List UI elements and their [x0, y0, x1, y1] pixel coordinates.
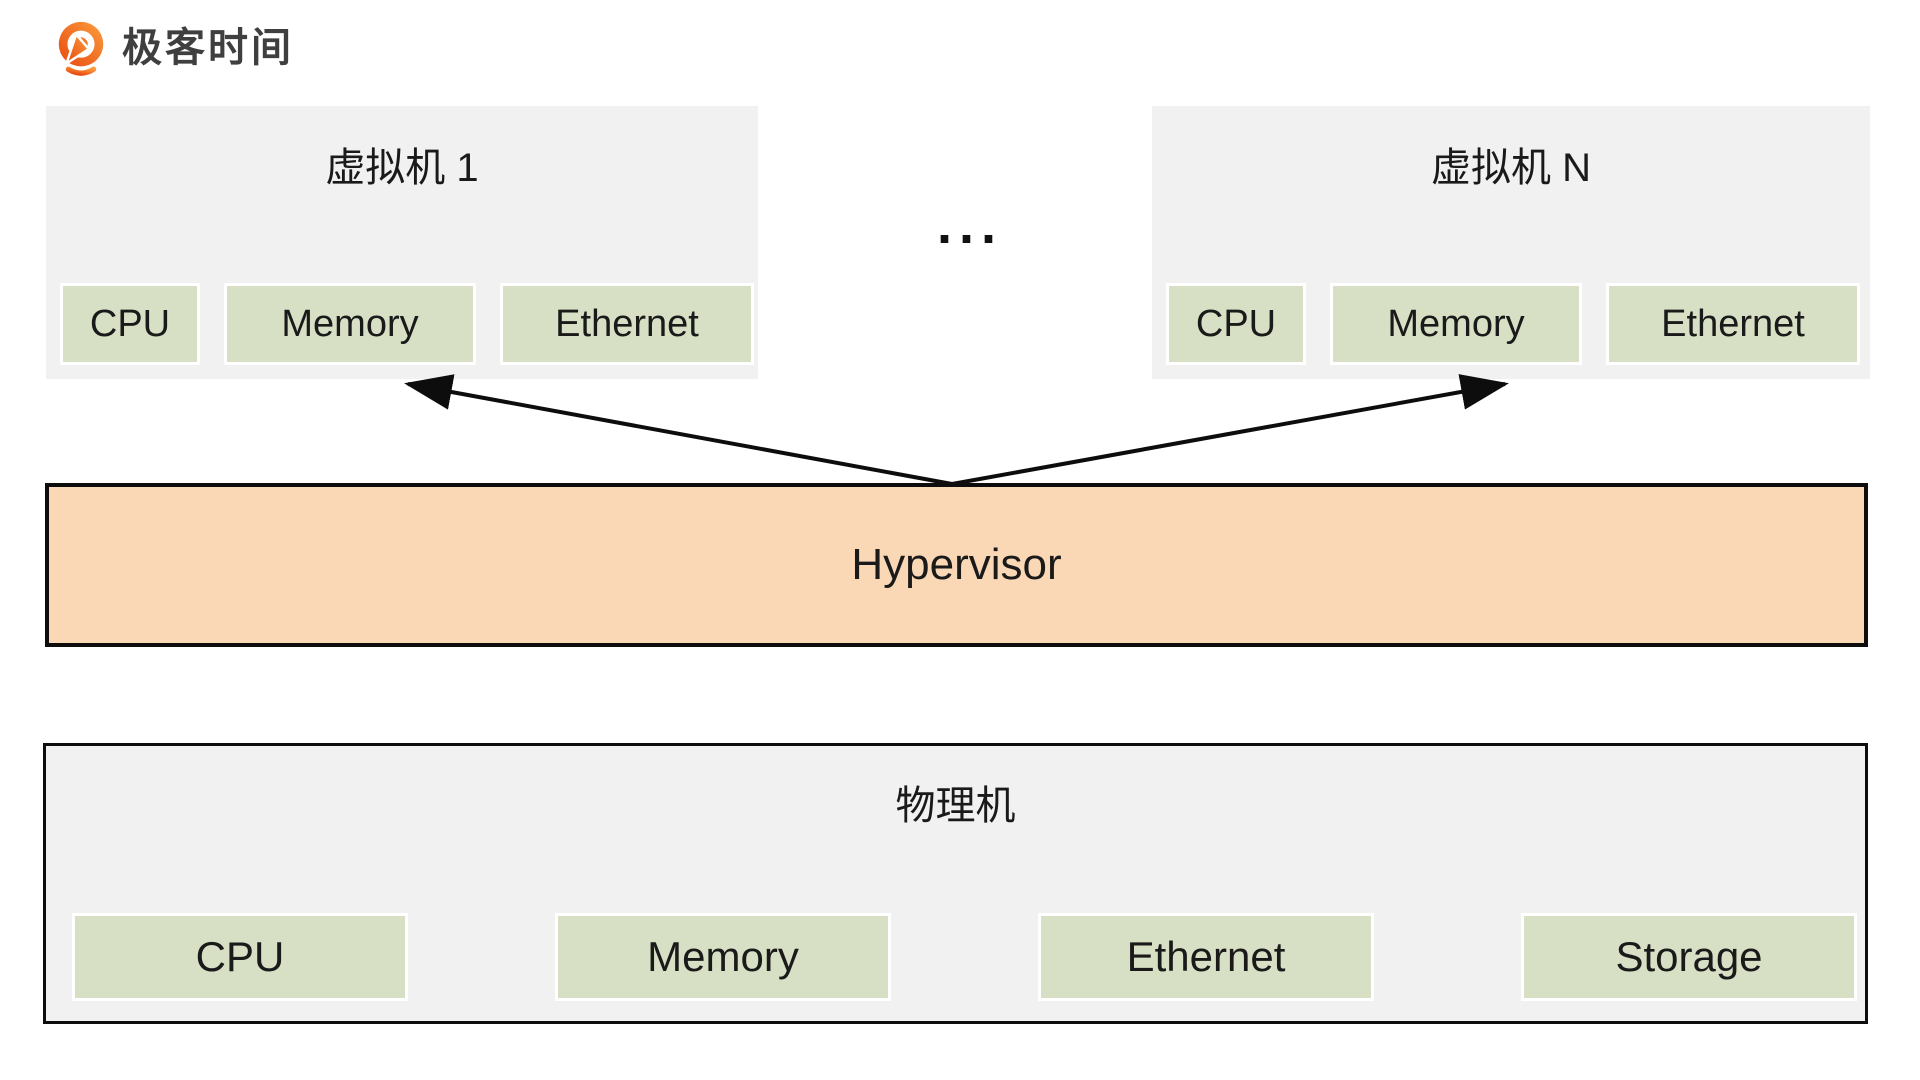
geektime-logo-icon	[58, 21, 104, 76]
physical-memory-chip: Memory	[555, 913, 891, 1001]
vmN-title: 虚拟机 N	[1431, 146, 1591, 190]
brand-name: 极客时间	[122, 26, 294, 70]
vm1-ethernet-chip: Ethernet	[500, 283, 754, 365]
arrow-to-vmN	[951, 374, 1509, 486]
physical-machine-title: 物理机	[895, 784, 1016, 828]
physical-ethernet-chip: Ethernet	[1038, 913, 1374, 1001]
physical-machine-box: 物理机 CPU Memory Ethernet Storage	[43, 743, 1868, 1024]
arrow-to-vm1	[404, 374, 953, 486]
vm1-box: 虚拟机 1 CPU Memory Ethernet	[46, 106, 758, 379]
vmN-ethernet-chip: Ethernet	[1606, 283, 1860, 365]
vmN-box: 虚拟机 N CPU Memory Ethernet	[1152, 106, 1870, 379]
brand-logo: 极客时间	[52, 18, 294, 78]
vm1-memory-chip: Memory	[224, 283, 476, 365]
vmN-cpu-chip: CPU	[1166, 283, 1306, 365]
hypervisor-label: Hypervisor	[851, 540, 1062, 589]
vm1-component-row: CPU Memory Ethernet	[60, 283, 754, 365]
vm-ellipsis: ...	[936, 195, 1003, 255]
vmN-memory-chip: Memory	[1330, 283, 1582, 365]
vm1-cpu-chip: CPU	[60, 283, 200, 365]
vmN-component-row: CPU Memory Ethernet	[1166, 283, 1864, 365]
hypervisor-bar: Hypervisor	[45, 483, 1868, 647]
physical-component-row: CPU Memory Ethernet Storage	[72, 913, 1857, 1001]
physical-cpu-chip: CPU	[72, 913, 408, 1001]
physical-storage-chip: Storage	[1521, 913, 1857, 1001]
vm1-title: 虚拟机 1	[325, 146, 479, 190]
